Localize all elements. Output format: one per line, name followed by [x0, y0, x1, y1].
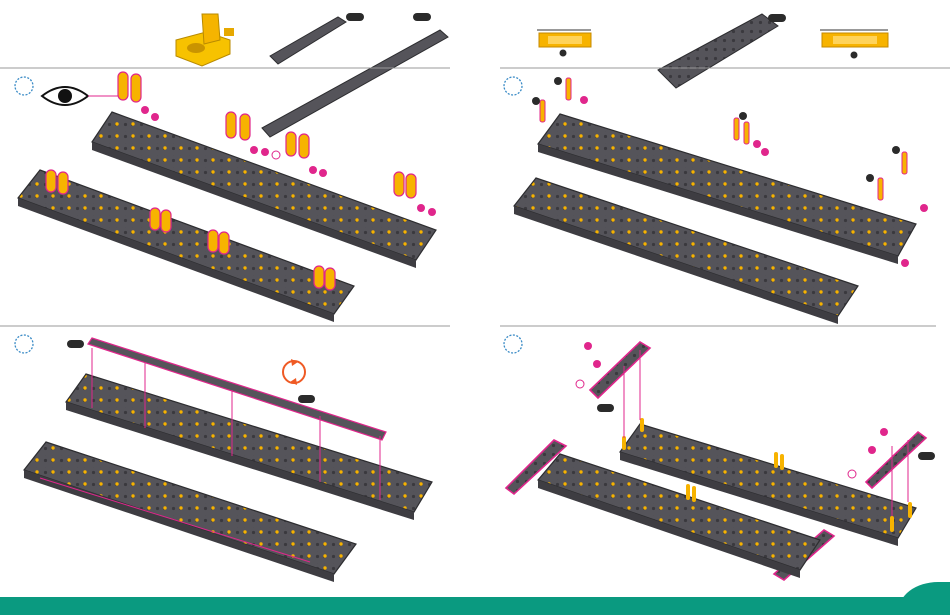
- qty-badge: [918, 452, 935, 460]
- qty-badge: [413, 13, 431, 21]
- step-3-panel: [15, 335, 432, 582]
- step-1-panel: [15, 72, 436, 322]
- rotate-icon: [283, 359, 305, 385]
- eye-icon: [42, 87, 118, 105]
- qty-badge: [67, 340, 84, 348]
- connector-part-icon: [176, 14, 234, 66]
- step-star-icon: [504, 77, 522, 95]
- qty-badge: [768, 14, 786, 22]
- pin-icon: [537, 30, 591, 57]
- qty-badge: [346, 13, 364, 21]
- pin-icon: [820, 30, 888, 59]
- short-beam-icon: [270, 17, 346, 64]
- step-2-panel: [504, 77, 928, 324]
- step-star-icon: [15, 335, 33, 353]
- step-star-icon: [504, 335, 522, 353]
- qty-badge: [298, 395, 315, 403]
- callout-dot: [272, 151, 280, 159]
- step-star-icon: [15, 77, 33, 95]
- wide-plate-icon: [658, 14, 778, 88]
- footer-band: [0, 597, 950, 615]
- qty-badge: [597, 404, 614, 412]
- parts-bar: [176, 13, 888, 137]
- step-4-panel: [504, 335, 935, 580]
